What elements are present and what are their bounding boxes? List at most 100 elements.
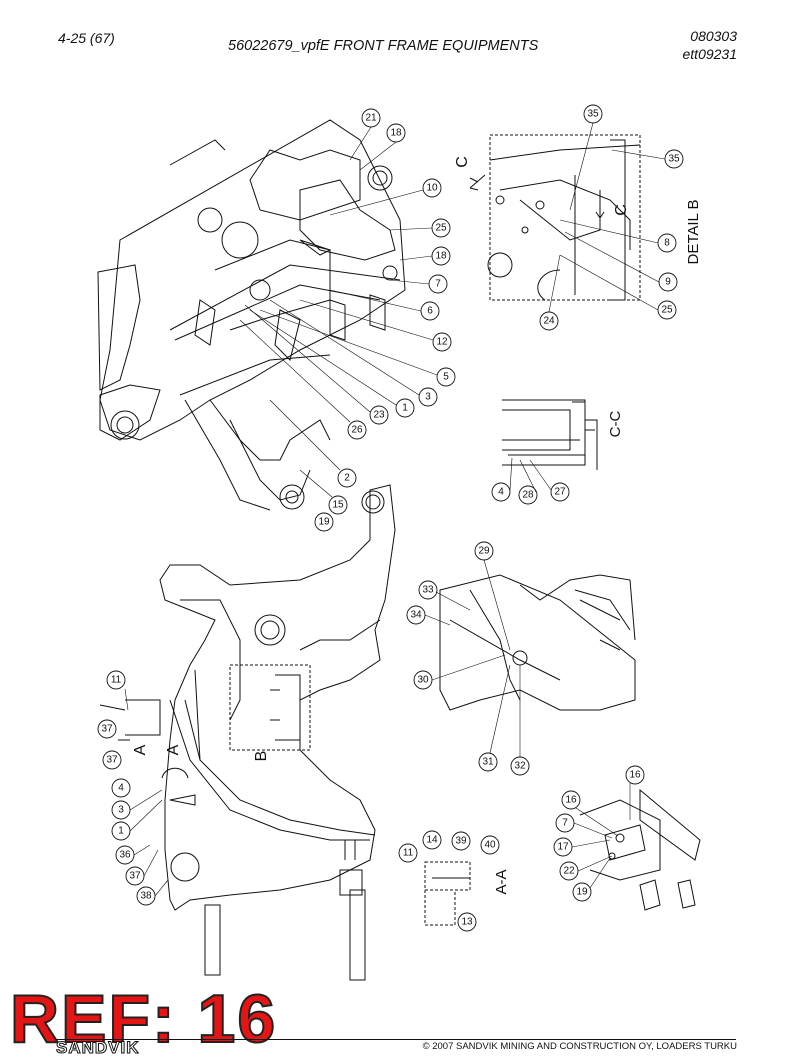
mount-detail-view bbox=[579, 788, 701, 911]
callout-bubble: 9 bbox=[658, 272, 678, 292]
callout-bubble: 25 bbox=[431, 218, 451, 238]
copyright-notice: © 2007 SANDVIK MINING AND CONSTRUCTION O… bbox=[422, 1041, 737, 1052]
callout-bubble: 3 bbox=[418, 387, 438, 407]
callout-bubble: 16 bbox=[561, 790, 581, 810]
svg-text:4: 4 bbox=[118, 783, 124, 794]
svg-text:34: 34 bbox=[410, 610, 422, 621]
callout-bubble: 40 bbox=[480, 835, 500, 855]
svg-text:24: 24 bbox=[543, 316, 555, 327]
svg-text:5: 5 bbox=[443, 372, 449, 383]
brand-logo: SANDVIK bbox=[56, 1038, 140, 1058]
svg-text:21: 21 bbox=[365, 113, 377, 124]
svg-text:2: 2 bbox=[344, 473, 350, 484]
svg-text:10: 10 bbox=[426, 183, 438, 194]
callout-bubble: 33 bbox=[418, 580, 438, 600]
svg-text:35: 35 bbox=[668, 154, 680, 165]
arm-detail-view bbox=[439, 574, 636, 711]
svg-text:11: 11 bbox=[111, 675, 122, 686]
callout-bubble: 1 bbox=[111, 821, 131, 841]
callout-bubble: 4 bbox=[111, 778, 131, 798]
callouts-mount-detail: 16 16 7 17 22 19 bbox=[553, 765, 645, 902]
callout-bubble: 17 bbox=[553, 837, 573, 857]
callouts-section-cc: 4 28 27 bbox=[491, 482, 570, 505]
callout-bubble: 35 bbox=[664, 149, 684, 169]
svg-text:17: 17 bbox=[557, 842, 569, 853]
svg-text:37: 37 bbox=[101, 724, 113, 735]
callout-bubble: 13 bbox=[457, 912, 477, 932]
svg-text:3: 3 bbox=[118, 805, 124, 816]
page-number: 4-25 (67) bbox=[58, 30, 115, 46]
callout-bubble: 28 bbox=[518, 485, 538, 505]
detail-mark-b: B bbox=[253, 751, 270, 762]
svg-text:37: 37 bbox=[129, 871, 141, 882]
svg-text:28: 28 bbox=[522, 490, 534, 501]
svg-text:7: 7 bbox=[562, 818, 568, 829]
svg-text:25: 25 bbox=[661, 305, 673, 316]
svg-text:8: 8 bbox=[664, 238, 670, 249]
svg-text:9: 9 bbox=[665, 277, 671, 288]
callout-bubble: 2 bbox=[337, 468, 357, 488]
callout-bubble: 14 bbox=[422, 830, 442, 850]
callout-bubble: 31 bbox=[478, 752, 498, 772]
callout-bubble: 15 bbox=[328, 495, 348, 515]
svg-text:37: 37 bbox=[106, 755, 118, 766]
svg-text:19: 19 bbox=[576, 887, 588, 898]
callouts-detail-b: 35 35 8 9 25 24 bbox=[539, 104, 684, 331]
section-cc-view bbox=[502, 399, 598, 470]
callout-bubble: 24 bbox=[539, 311, 559, 331]
section-cc-label: C-C bbox=[607, 411, 624, 438]
svg-text:18: 18 bbox=[390, 128, 402, 139]
section-mark-c-1: C bbox=[454, 156, 471, 168]
svg-text:14: 14 bbox=[426, 835, 438, 846]
callout-bubble: 18 bbox=[386, 123, 406, 143]
svg-text:13: 13 bbox=[461, 917, 473, 928]
callout-bubble: 38 bbox=[136, 886, 156, 906]
svg-text:30: 30 bbox=[417, 675, 429, 686]
section-mark-c-2: C bbox=[613, 204, 630, 216]
callout-bubble: 7 bbox=[428, 274, 448, 294]
section-mark-a-2: A bbox=[165, 744, 182, 755]
callout-bubble: 35 bbox=[583, 104, 603, 124]
callout-bubble: 19 bbox=[572, 882, 592, 902]
callout-bubble: 11 bbox=[398, 843, 418, 863]
callout-bubble: 29 bbox=[474, 541, 494, 561]
svg-text:26: 26 bbox=[351, 425, 363, 436]
callout-bubble: 30 bbox=[413, 670, 433, 690]
callout-bubble: 7 bbox=[555, 813, 575, 833]
svg-text:29: 29 bbox=[478, 546, 490, 557]
svg-text:16: 16 bbox=[629, 770, 641, 781]
svg-text:1: 1 bbox=[118, 826, 124, 837]
reference-code: ett09231 bbox=[682, 46, 738, 62]
callout-bubble: 1 bbox=[395, 398, 415, 418]
section-aa-view bbox=[424, 861, 471, 926]
reference-stamp: REF: 16 bbox=[9, 981, 278, 1057]
svg-text:12: 12 bbox=[436, 337, 448, 348]
svg-text:19: 19 bbox=[318, 517, 330, 528]
callout-bubble: 27 bbox=[550, 482, 570, 502]
front-frame-iso-view bbox=[97, 119, 406, 511]
callout-bubble: 11 bbox=[106, 670, 126, 690]
svg-text:1: 1 bbox=[402, 403, 408, 414]
callout-bubble: 37 bbox=[97, 719, 117, 739]
svg-text:33: 33 bbox=[422, 585, 434, 596]
svg-text:40: 40 bbox=[484, 840, 496, 851]
svg-text:7: 7 bbox=[435, 279, 441, 290]
svg-text:27: 27 bbox=[554, 487, 566, 498]
callout-bubble: 10 bbox=[422, 178, 442, 198]
callout-bubble: 16 bbox=[625, 765, 645, 785]
svg-text:35: 35 bbox=[587, 109, 599, 120]
callout-bubble: 21 bbox=[361, 108, 381, 128]
svg-text:18: 18 bbox=[435, 251, 447, 262]
detail-b-label: DETAIL B bbox=[685, 199, 702, 264]
detail-b-view bbox=[469, 134, 641, 301]
callouts-arm-detail: 29 33 34 30 31 32 bbox=[406, 541, 530, 776]
callouts-top-assembly: 21 18 10 25 18 7 6 12 5 3 1 23 26 2 15 1… bbox=[314, 108, 456, 532]
callout-bubble: 5 bbox=[436, 367, 456, 387]
svg-text:32: 32 bbox=[514, 761, 526, 772]
callout-bubble: 3 bbox=[111, 800, 131, 820]
callout-bubble: 23 bbox=[369, 405, 389, 425]
svg-text:31: 31 bbox=[482, 757, 494, 768]
callout-bubble: 34 bbox=[406, 605, 426, 625]
callout-bubble: 6 bbox=[420, 301, 440, 321]
